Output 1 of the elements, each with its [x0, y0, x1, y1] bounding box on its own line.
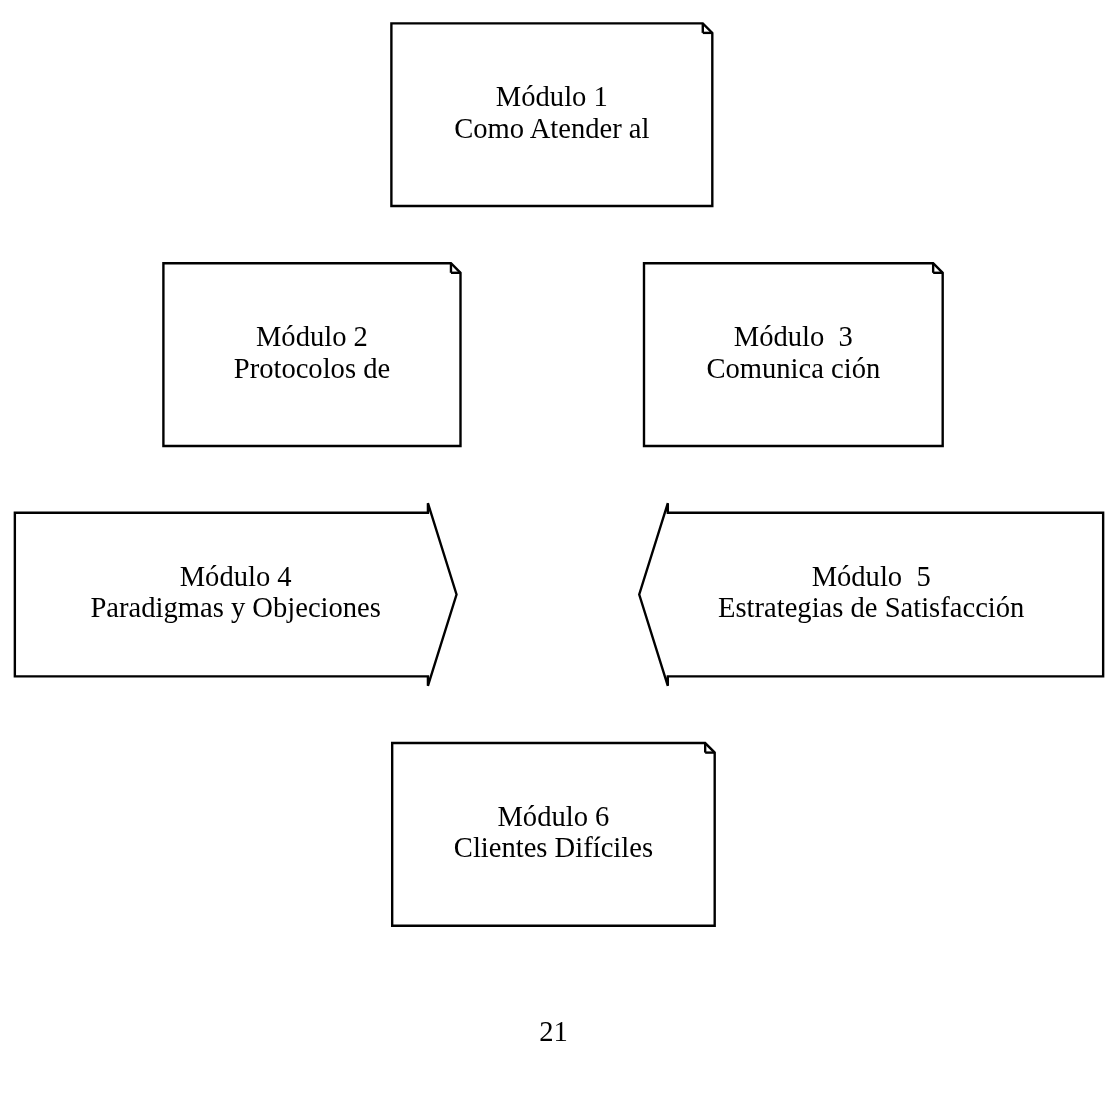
label: 21 — [539, 1015, 568, 1047]
